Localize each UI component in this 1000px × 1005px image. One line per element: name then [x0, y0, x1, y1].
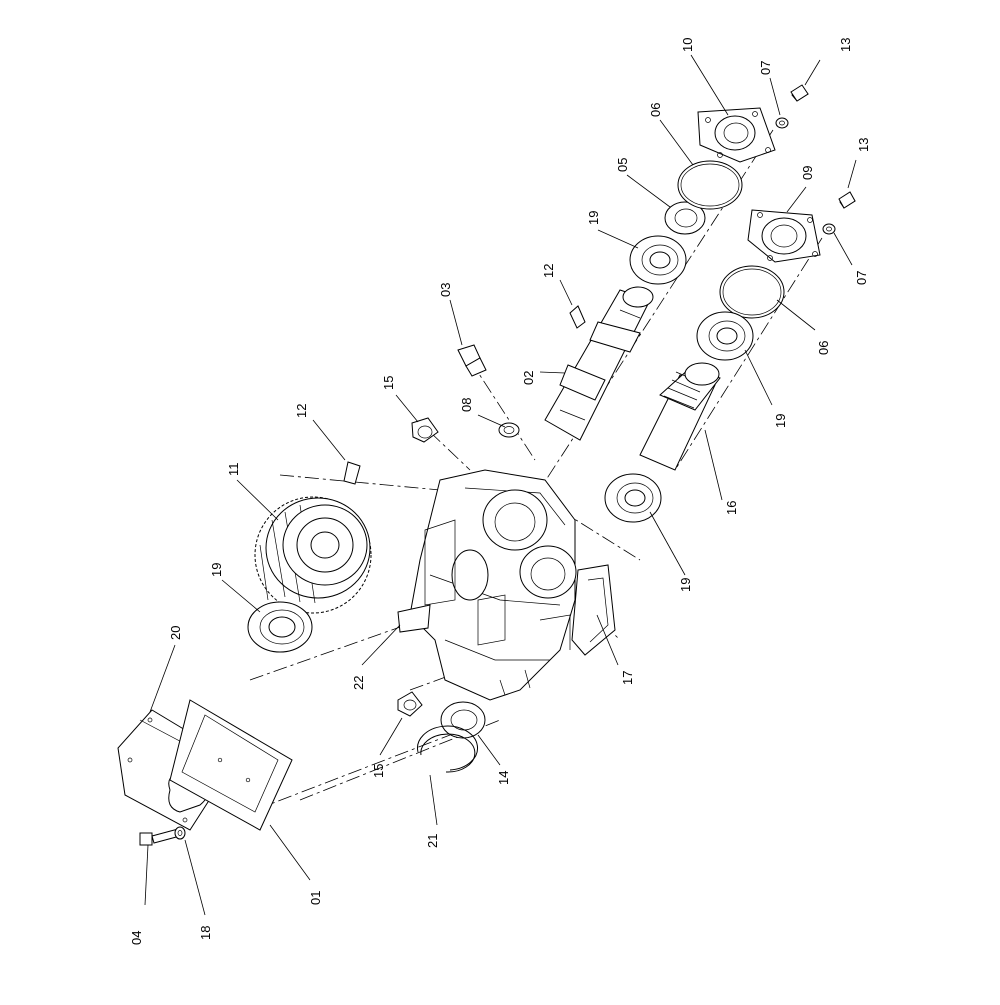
callout-11: 11	[226, 463, 241, 477]
output-shaft	[639, 362, 721, 471]
leader-lines	[144, 54, 857, 916]
callout-09: 09	[800, 166, 815, 180]
callout-06-upper: 06	[648, 103, 663, 117]
circlip	[417, 725, 479, 773]
callout-03: 03	[438, 283, 453, 297]
callout-12-upper: 12	[541, 264, 556, 278]
oil-seal-lower	[440, 701, 486, 739]
cover-bolt	[139, 828, 181, 846]
callout-01: 01	[308, 891, 323, 905]
callout-08: 08	[459, 398, 474, 412]
washer-upper	[775, 117, 789, 129]
cover-gasket	[169, 699, 293, 831]
o-ring-upper	[677, 160, 743, 210]
bearing-upper	[629, 235, 687, 285]
bearing-cap-upper	[697, 107, 776, 163]
callout-19-upper: 19	[586, 211, 601, 225]
bearing-cap-right	[747, 209, 821, 263]
shaft-key	[569, 305, 586, 329]
shim-plate	[397, 604, 431, 633]
breather-plug	[411, 417, 439, 443]
callout-13-right: 13	[856, 138, 871, 152]
callout-22: 22	[351, 676, 366, 690]
bearing-lower-right	[604, 473, 662, 523]
callout-20: 20	[168, 626, 183, 640]
oil-fitting	[457, 344, 487, 377]
callout-16: 16	[724, 501, 739, 515]
callout-15-lower: 15	[371, 764, 386, 778]
bearing-left	[247, 601, 313, 653]
screw-right	[838, 191, 856, 209]
gear-key	[343, 461, 361, 485]
callout-04: 04	[129, 931, 144, 945]
callout-19-left: 19	[209, 563, 224, 577]
callout-labels: 10 07 13 06 05 19 12 03 02 15 08 12 11 1…	[129, 38, 871, 945]
bearing-right	[696, 311, 754, 361]
o-ring-right	[719, 265, 785, 319]
fitting-seal	[498, 422, 520, 438]
spur-gear	[254, 496, 372, 614]
callout-14: 14	[496, 771, 511, 785]
callout-05: 05	[615, 158, 630, 172]
callout-06-right: 06	[816, 341, 831, 355]
input-shaft	[544, 286, 654, 441]
callout-07-upper: 07	[758, 61, 773, 75]
callout-17: 17	[620, 671, 635, 685]
callout-19-right: 19	[773, 414, 788, 428]
callout-07-right: 07	[854, 271, 869, 285]
drain-plug	[397, 691, 423, 717]
cover-washer	[174, 826, 186, 840]
screw-upper	[790, 84, 809, 102]
callout-18: 18	[198, 926, 213, 940]
assembly-axes	[249, 129, 823, 811]
callout-21: 21	[425, 834, 440, 848]
oil-seal-upper	[664, 201, 706, 235]
callout-19-lower-right: 19	[678, 578, 693, 592]
callout-13-upper: 13	[838, 38, 853, 52]
callout-12-lower: 12	[294, 404, 309, 418]
gear-housing	[409, 469, 577, 701]
callout-10: 10	[680, 38, 695, 52]
washer-right	[822, 223, 836, 235]
callout-02: 02	[521, 371, 536, 385]
callout-15-upper: 15	[381, 376, 396, 390]
